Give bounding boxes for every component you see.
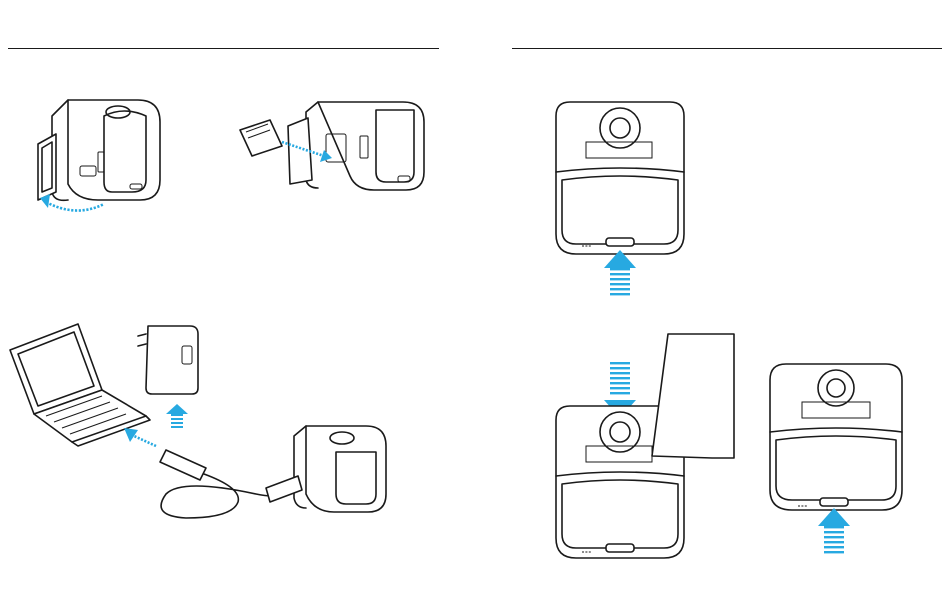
camera-door-open-icon (28, 92, 168, 222)
callout-panel (652, 334, 734, 458)
camera-rear-button-icon (766, 360, 908, 560)
open-door-figure (28, 92, 168, 222)
charging-figure (6, 318, 391, 528)
camera-top-button-icon (552, 332, 738, 562)
left-page-header-rule (8, 48, 439, 49)
mode-press-figure (766, 360, 908, 560)
arrow-to-laptop (124, 428, 156, 446)
insert-card-figure (238, 96, 428, 196)
arrow-up-to-button (604, 250, 636, 295)
shutter-press-figure (552, 332, 738, 562)
power-on-figure (552, 98, 688, 300)
usb-charging-icon (6, 318, 391, 528)
arrow-up-to-rear-button (818, 508, 850, 553)
right-page-header-rule (512, 48, 942, 49)
arrow-up-to-charger (166, 404, 188, 428)
camera-bottom-button-icon (552, 98, 688, 300)
microsd-card-icon (238, 96, 428, 196)
